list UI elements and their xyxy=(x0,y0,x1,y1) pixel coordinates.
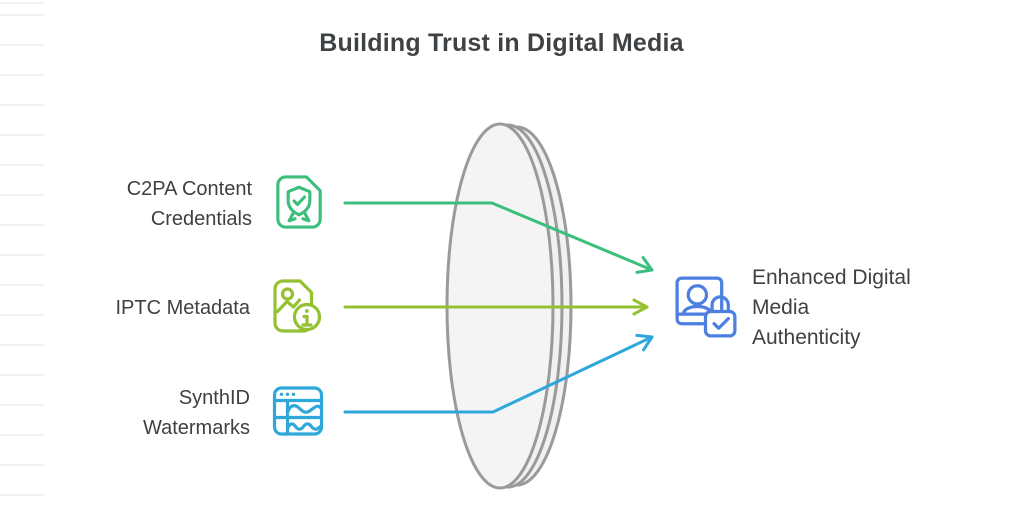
image-info-document-icon xyxy=(266,275,330,339)
arrow-synthid xyxy=(343,333,654,414)
window-dot xyxy=(285,392,290,396)
arrow-iptc xyxy=(343,298,649,316)
arrowhead-c2pa xyxy=(635,256,654,274)
background-ruled-lines xyxy=(0,0,44,522)
watermark-waves-window-icon xyxy=(266,379,330,443)
label-output-line1: Enhanced Digital xyxy=(752,266,911,289)
certificate-document-icon xyxy=(268,171,331,234)
label-synthid-line1: SynthID xyxy=(178,387,250,409)
window-dot xyxy=(291,392,296,396)
arrow-c2pa xyxy=(343,201,654,274)
label-iptc: IPTC Metadata xyxy=(20,293,250,323)
arrowhead-iptc xyxy=(632,298,649,316)
label-c2pa-line1: C2PA Content xyxy=(126,178,252,200)
info-dot xyxy=(304,309,309,313)
verified-person-lock-icon xyxy=(668,270,745,347)
label-synthid-line2: Watermarks xyxy=(142,417,250,439)
label-iptc-line1: IPTC Metadata xyxy=(115,297,250,319)
window-dot xyxy=(279,392,284,396)
label-output-line3: Authenticity xyxy=(752,326,861,349)
label-c2pa: C2PA Content Credentials xyxy=(22,174,252,234)
page-title: Building Trust in Digital Media xyxy=(319,29,684,57)
arrowhead-synthid xyxy=(635,333,654,352)
label-c2pa-line2: Credentials xyxy=(150,208,252,230)
label-output-line2: Media xyxy=(752,296,810,319)
label-synthid: SynthID Watermarks xyxy=(20,383,250,443)
label-output: Enhanced Digital Media Authenticity xyxy=(752,263,972,353)
